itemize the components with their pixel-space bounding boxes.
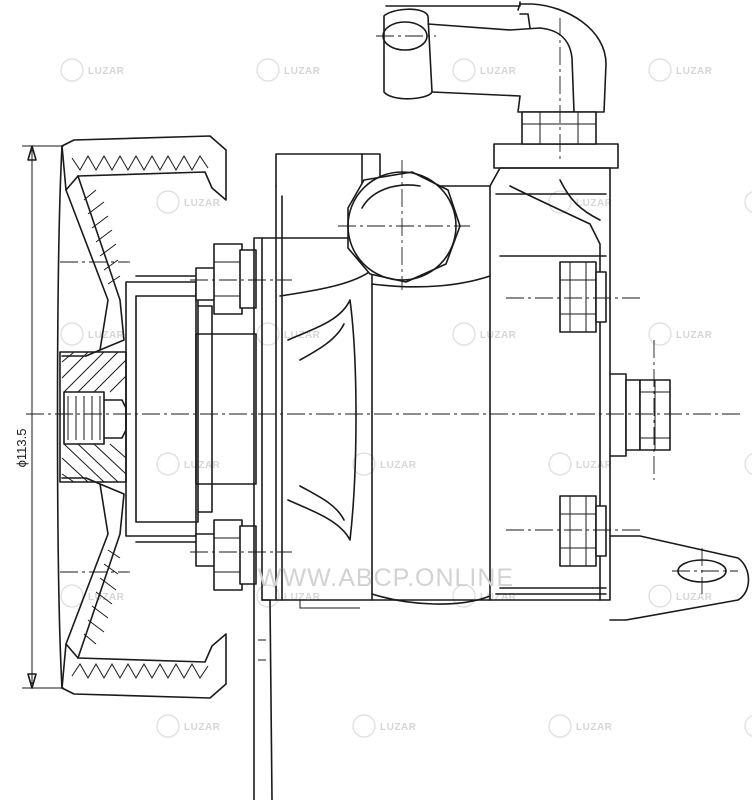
- diameter-label: ϕ113.5: [14, 429, 29, 468]
- brand-watermark: LUZAR: [256, 584, 321, 608]
- brand-watermark: LUZAR: [60, 322, 125, 346]
- svg-text:LUZAR: LUZAR: [380, 460, 417, 471]
- brand-watermark: LUZAR: [744, 715, 752, 737]
- pulley-grooves-top: [71, 154, 209, 172]
- svg-text:LUZAR: LUZAR: [576, 198, 613, 209]
- brand-watermark: LUZAR: [156, 452, 221, 476]
- svg-text:LUZAR: LUZAR: [480, 592, 517, 603]
- brand-watermark: LUZAR: [60, 58, 125, 82]
- svg-text:LUZAR: LUZAR: [480, 330, 517, 341]
- svg-text:LUZAR: LUZAR: [184, 460, 221, 471]
- svg-text:LUZAR: LUZAR: [380, 722, 417, 733]
- brand-watermark: LUZAR: [352, 714, 417, 738]
- brand-watermark: LUZAR: [60, 584, 125, 608]
- brand-watermark: LUZAR: [648, 584, 713, 608]
- brand-watermark: LUZAR: [648, 322, 713, 346]
- brand-watermark: LUZAR: [256, 58, 321, 82]
- svg-text:LUZAR: LUZAR: [576, 722, 613, 733]
- banjo-nut: [521, 111, 597, 145]
- mounting-ear: [609, 535, 750, 621]
- svg-text:LUZAR: LUZAR: [88, 592, 125, 603]
- site-watermark: WWW.ABCP.ONLINE: [258, 564, 514, 592]
- rear-housing: [489, 143, 627, 601]
- svg-text:LUZAR: LUZAR: [284, 592, 321, 603]
- brand-watermark: LUZAR: [648, 58, 713, 82]
- brand-watermark: LUZAR: [352, 452, 417, 476]
- svg-text:LUZAR: LUZAR: [184, 198, 221, 209]
- brand-watermark: LUZAR: [452, 322, 517, 346]
- rear-bolt-top: [559, 261, 607, 333]
- flange-bolt-top: [195, 243, 257, 315]
- pulley-grooves-bottom: [71, 662, 209, 680]
- svg-text:LUZAR: LUZAR: [576, 460, 613, 471]
- svg-text:LUZAR: LUZAR: [480, 66, 517, 77]
- svg-text:LUZAR: LUZAR: [88, 66, 125, 77]
- svg-text:LUZAR: LUZAR: [676, 592, 713, 603]
- flange-bolt-bottom: [195, 519, 257, 591]
- front-flange: [125, 275, 257, 543]
- brand-watermark: LUZAR: [452, 58, 517, 82]
- pressure-fitting: [347, 171, 461, 283]
- svg-text:LUZAR: LUZAR: [676, 330, 713, 341]
- brand-watermark: LUZAR: [156, 190, 221, 214]
- end-bolt: [625, 379, 671, 451]
- diameter-dimension: [22, 145, 64, 689]
- brand-watermark: LUZAR: [256, 322, 321, 346]
- brand-watermark: LUZAR: [744, 191, 752, 213]
- brand-watermark: LUZAR: [156, 714, 221, 738]
- rear-bolt-bottom: [559, 495, 607, 567]
- mounting-plate: [253, 237, 273, 800]
- svg-text:LUZAR: LUZAR: [284, 66, 321, 77]
- svg-text:LUZAR: LUZAR: [184, 722, 221, 733]
- pulley: [56, 135, 227, 699]
- brand-watermark: LUZAR: [548, 190, 613, 214]
- brand-watermark: LUZAR: [548, 452, 613, 476]
- brand-watermark: LUZAR: [452, 584, 517, 608]
- center-lines: [26, 18, 740, 594]
- svg-text:LUZAR: LUZAR: [676, 66, 713, 77]
- svg-text:LUZAR: LUZAR: [88, 330, 125, 341]
- suction-fitting: [382, 1, 607, 113]
- svg-text:LUZAR: LUZAR: [284, 330, 321, 341]
- brand-watermark: LUZAR: [744, 453, 752, 475]
- brand-watermark: LUZAR: [548, 714, 613, 738]
